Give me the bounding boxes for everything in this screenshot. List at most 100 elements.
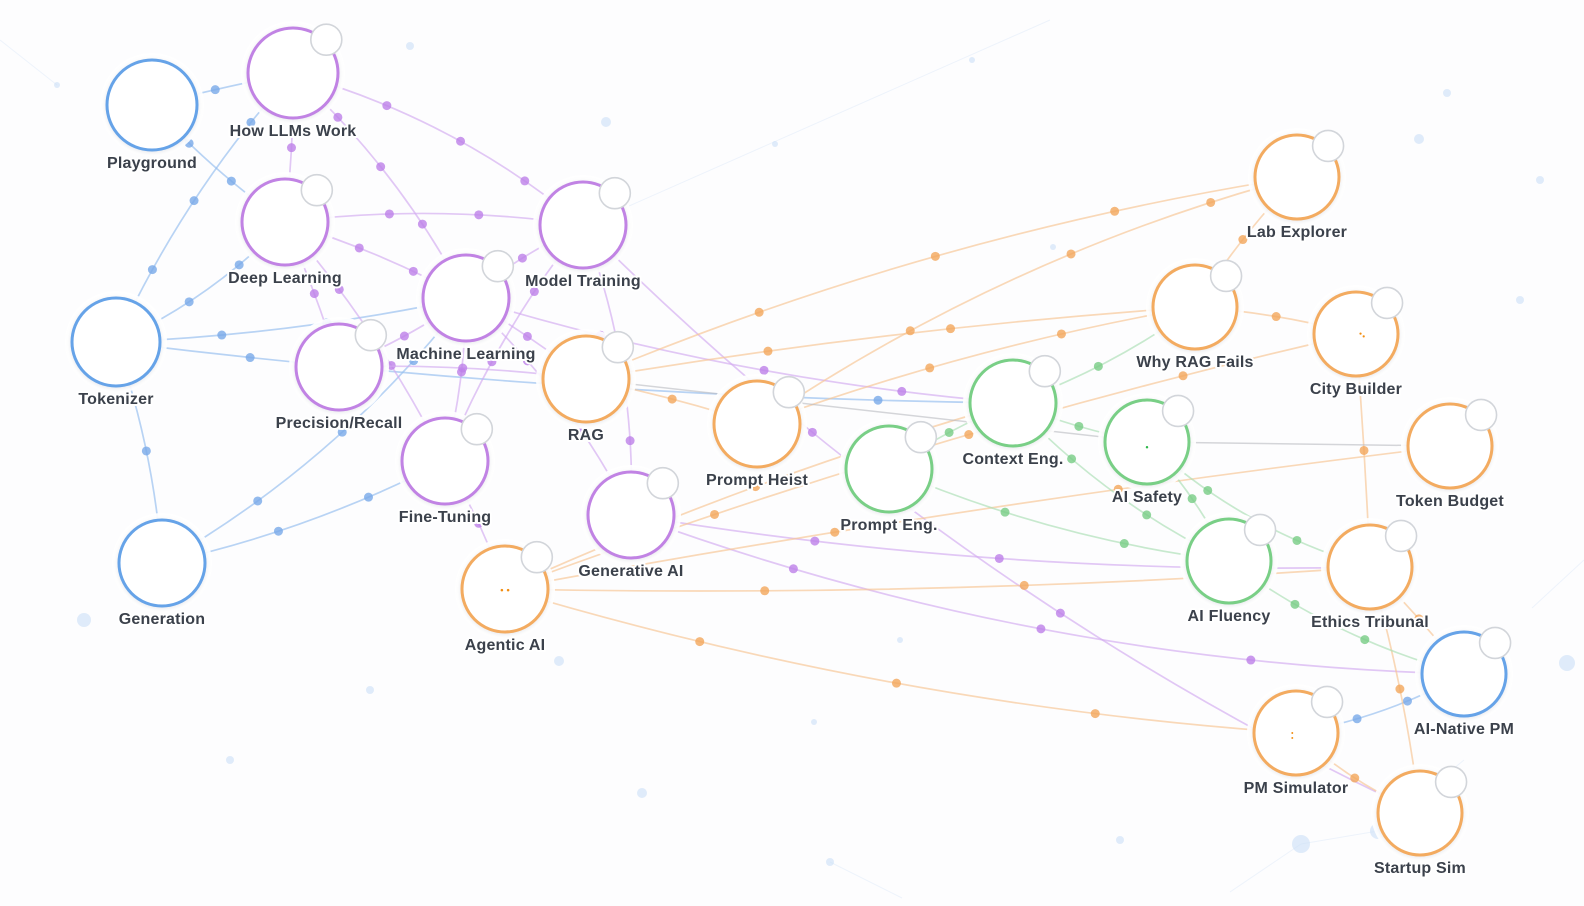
edge-progress-dot — [333, 112, 343, 122]
edge-generation-to-machine-learning — [161, 297, 467, 564]
node-label: Precision/Recall — [276, 415, 403, 432]
background-dot — [772, 141, 778, 147]
edge-progress-dot — [253, 496, 263, 506]
edge-progress-dot — [1246, 655, 1256, 665]
edge-progress-dot — [1238, 235, 1248, 245]
lock-badge-circle — [1464, 398, 1498, 432]
lock-badge-circle — [904, 420, 938, 454]
edge-progress-dot — [354, 243, 364, 253]
skill-node-model-training[interactable]: Model Training — [523, 175, 643, 292]
node-circle[interactable] — [117, 518, 207, 608]
skill-node-deep-learning[interactable]: Deep Learning — [226, 172, 344, 289]
skill-node-ai-native-pm[interactable]: AI-Native PM — [1412, 625, 1516, 740]
skill-node-ethics-tribunal[interactable]: Ethics Tribunal — [1309, 518, 1431, 633]
skill-node-fine-tuning[interactable]: Fine-Tuning — [395, 411, 495, 528]
lock-badge — [1384, 519, 1418, 553]
background-dot — [1536, 176, 1544, 184]
node-label: Fine-Tuning — [399, 509, 492, 526]
lock-badge — [1209, 259, 1243, 293]
edge-progress-dot — [1110, 206, 1120, 216]
skill-node-rag[interactable]: RAG — [536, 329, 636, 446]
edge-progress-dot — [1074, 421, 1084, 431]
edge-progress-dot — [964, 430, 974, 440]
edge-progress-dot — [273, 526, 283, 536]
edge-progress-dot — [226, 176, 236, 186]
lock-badge-circle — [646, 466, 680, 500]
skill-node-tokenizer[interactable]: Tokenizer — [65, 291, 167, 410]
edge-progress-dot — [1090, 709, 1100, 719]
edge-machine-learning-to-context-eng — [465, 297, 1014, 404]
edge-progress-dot — [458, 363, 468, 373]
skill-node-agentic-ai[interactable]: Agentic AI — [455, 539, 555, 656]
node-label: City Builder — [1310, 381, 1402, 398]
skill-node-context-eng[interactable]: Context Eng. — [960, 353, 1065, 470]
lock-badge — [1028, 354, 1062, 388]
edge-progress-dot — [522, 331, 532, 341]
edge-progress-dot — [667, 394, 677, 404]
skill-node-token-budget[interactable]: Token Budget — [1394, 397, 1506, 512]
node-label: Playground — [107, 155, 197, 172]
skill-node-prompt-eng[interactable]: Prompt Eng. — [838, 419, 939, 536]
skill-node-playground[interactable]: Playground — [100, 53, 204, 174]
edge-progress-dot — [286, 143, 296, 153]
lock-badge-circle — [1434, 765, 1468, 799]
edge-progress-dot — [710, 509, 720, 519]
edge-progress-dot — [1414, 614, 1424, 624]
skill-node-precision-recall[interactable]: Precision/Recall — [274, 317, 404, 434]
node-label: PM Simulator — [1244, 780, 1349, 797]
edge-progress-dot — [408, 266, 418, 276]
skill-node-ai-fluency[interactable]: AI Fluency — [1180, 512, 1278, 627]
background-dot — [1116, 836, 1124, 844]
skill-node-machine-learning[interactable]: Machine Learning — [394, 248, 537, 365]
background-dot — [1516, 296, 1524, 304]
background-dot — [366, 686, 374, 694]
skill-node-generation[interactable]: Generation — [112, 513, 212, 630]
edge-agentic-ai-to-pm-simulator — [504, 588, 1297, 734]
lock-badge-circle — [1311, 129, 1345, 163]
edge-progress-dot — [897, 386, 907, 396]
node-circle[interactable] — [70, 296, 162, 388]
edge-progress-dot — [754, 307, 764, 317]
lock-badge — [520, 540, 554, 574]
skill-node-lab-explorer[interactable]: Lab Explorer — [1245, 128, 1349, 243]
node-label: Lab Explorer — [1247, 224, 1347, 241]
edge-progress-dot — [399, 331, 409, 341]
skill-node-prompt-heist[interactable]: Prompt Heist — [704, 374, 810, 491]
skill-node-why-rag-fails[interactable]: Why RAG Fails — [1134, 258, 1255, 373]
node-label: Generation — [119, 611, 205, 628]
lock-badge-circle — [520, 540, 554, 574]
skill-node-how-llms-work[interactable]: How LLMs Work — [228, 21, 358, 142]
edge-progress-dot — [830, 527, 840, 537]
edge-progress-dot — [625, 436, 635, 446]
edge-progress-dot — [1178, 371, 1188, 381]
skill-node-ai-safety[interactable]: AI Safety — [1098, 393, 1196, 508]
edge-progress-dot — [1000, 507, 1010, 517]
edge-rag-to-ai-safety — [585, 378, 1148, 443]
background-dot — [226, 756, 234, 764]
skill-node-startup-sim[interactable]: Startup Sim — [1371, 764, 1469, 879]
node-label: How LLMs Work — [230, 123, 357, 140]
background-dot — [897, 637, 903, 643]
edge-progress-dot — [184, 297, 194, 307]
edge-progress-dot — [1290, 599, 1300, 609]
skill-node-city-builder[interactable]: City Builder — [1307, 285, 1405, 400]
background-dot — [77, 613, 91, 627]
skill-node-pm-simulator[interactable]: PM Simulator — [1242, 684, 1350, 799]
edge-progress-dot — [577, 427, 587, 437]
lock-badge — [1434, 765, 1468, 799]
edge-progress-dot — [1352, 714, 1362, 724]
edge-progress-dot — [1292, 535, 1302, 545]
skill-node-generative-ai[interactable]: Generative AI — [576, 465, 685, 582]
edge-progress-dot — [245, 353, 255, 363]
background-line — [0, 39, 58, 86]
edge-progress-dot — [944, 427, 954, 437]
edge-progress-dot — [520, 176, 530, 186]
node-circle[interactable] — [105, 58, 199, 152]
edge-progress-dot — [376, 162, 386, 172]
edge-progress-dot — [925, 363, 935, 373]
edge-progress-dot — [517, 253, 527, 263]
edge-progress-dot — [487, 357, 497, 367]
edge-tokenizer-to-machine-learning — [115, 297, 467, 343]
edge-progress-dot — [384, 209, 394, 219]
node-label: AI Fluency — [1188, 608, 1271, 625]
